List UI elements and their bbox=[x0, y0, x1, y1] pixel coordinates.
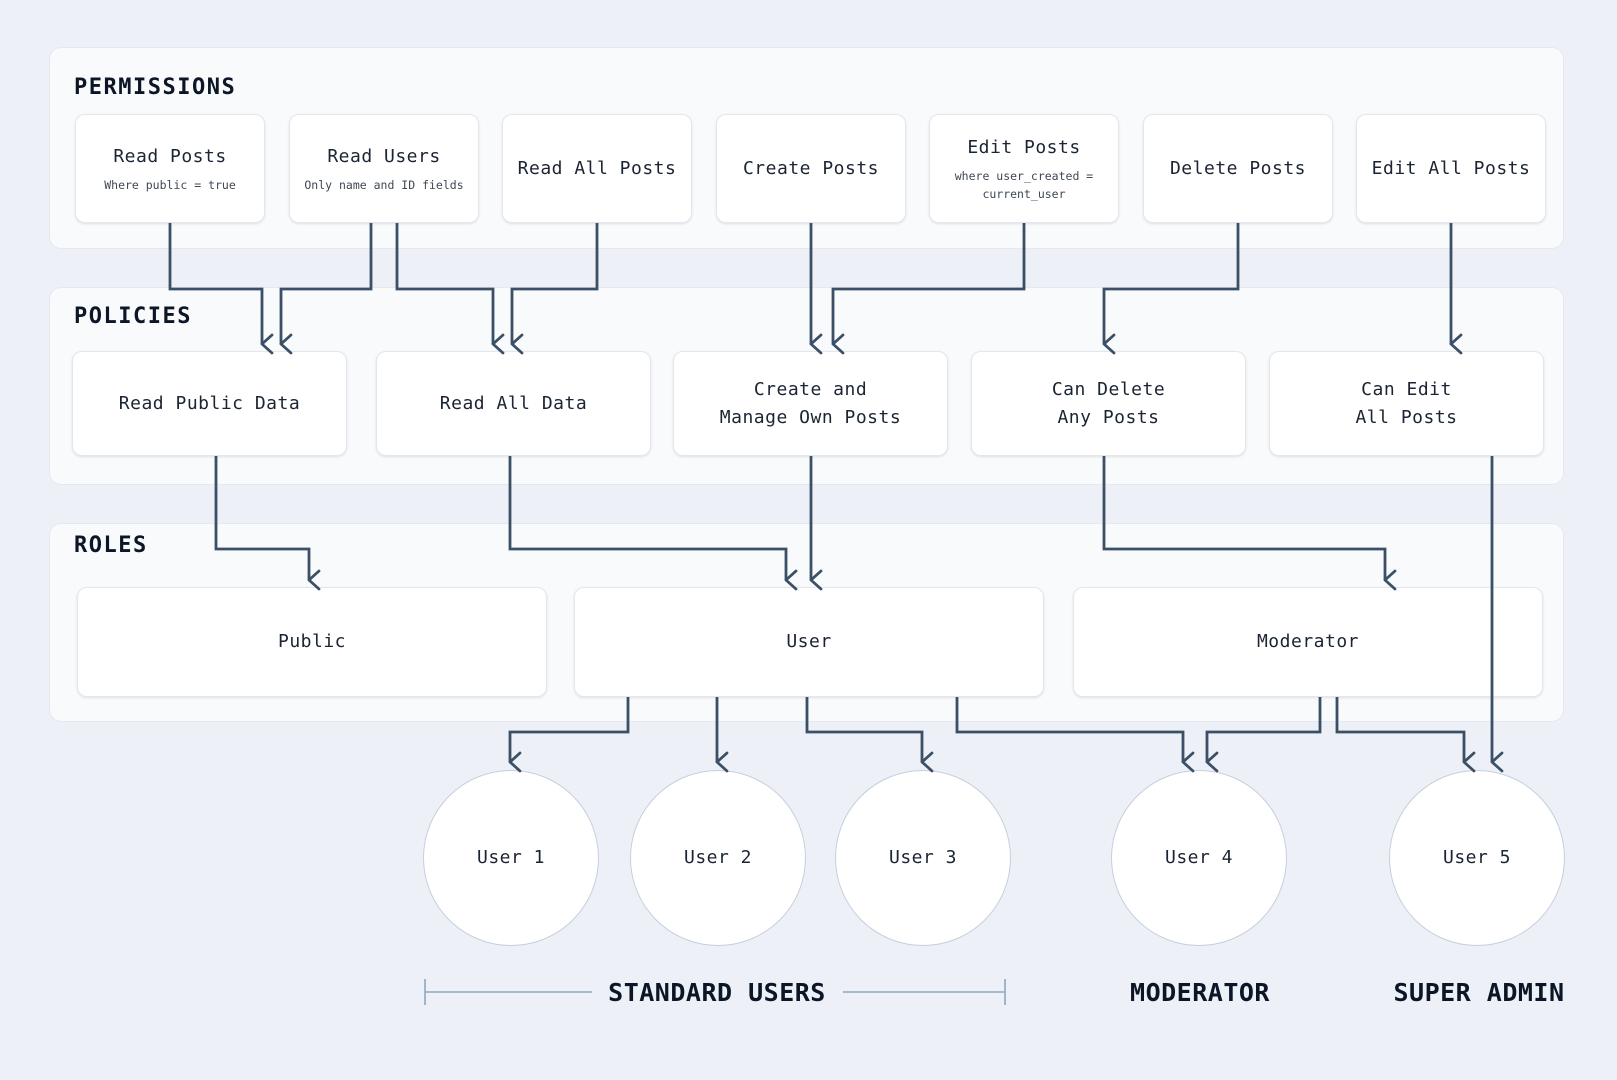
group-label-super-admin: SUPER ADMIN bbox=[1393, 978, 1565, 1007]
node-label: Create and bbox=[753, 378, 868, 400]
node-label: Read Users bbox=[327, 145, 441, 167]
role-moderator: Moderator bbox=[1073, 587, 1543, 697]
permission-read-all-posts: Read All Posts bbox=[502, 114, 692, 223]
node-label: Edit Posts bbox=[967, 136, 1081, 158]
group-label-standard-users: STANDARD USERS bbox=[608, 978, 826, 1007]
node-label: Read All Posts bbox=[517, 157, 677, 179]
permissions-title: PERMISSIONS bbox=[74, 75, 237, 100]
policy-can-edit-all-posts: Can Edit All Posts bbox=[1269, 351, 1544, 456]
policy-read-all-data: Read All Data bbox=[376, 351, 651, 456]
node-label: Read Posts bbox=[113, 145, 227, 167]
user-label: User 3 bbox=[888, 847, 958, 868]
user-circle-4: User 4 bbox=[1111, 770, 1287, 946]
node-label: Can Delete bbox=[1051, 378, 1166, 400]
permission-edit-all-posts: Edit All Posts bbox=[1356, 114, 1546, 223]
node-label-line2: Any Posts bbox=[1057, 406, 1160, 428]
user-circle-2: User 2 bbox=[630, 770, 806, 946]
user-label: User 5 bbox=[1442, 847, 1512, 868]
user-label: User 4 bbox=[1164, 847, 1234, 868]
permission-edit-posts: Edit Posts where user_created = current_… bbox=[929, 114, 1119, 223]
user-circle-5: User 5 bbox=[1389, 770, 1565, 946]
permission-create-posts: Create Posts bbox=[716, 114, 906, 223]
permission-delete-posts: Delete Posts bbox=[1143, 114, 1333, 223]
policies-title: POLICIES bbox=[74, 304, 192, 329]
node-label: Create Posts bbox=[742, 157, 880, 179]
node-label: Read Public Data bbox=[118, 392, 301, 414]
policy-read-public-data: Read Public Data bbox=[72, 351, 347, 456]
policy-can-delete-any-posts: Can Delete Any Posts bbox=[971, 351, 1246, 456]
policy-create-manage-own-posts: Create and Manage Own Posts bbox=[673, 351, 948, 456]
node-label: Edit All Posts bbox=[1371, 157, 1531, 179]
roles-title: ROLES bbox=[74, 533, 148, 558]
node-sublabel: Only name and ID fields bbox=[304, 177, 464, 192]
user-label: User 2 bbox=[683, 847, 753, 868]
role-user: User bbox=[574, 587, 1044, 697]
group-label-moderator: MODERATOR bbox=[1130, 978, 1270, 1007]
node-sublabel: Where public = true bbox=[104, 177, 236, 192]
user-label: User 1 bbox=[476, 847, 546, 868]
permission-read-posts: Read Posts Where public = true bbox=[75, 114, 265, 223]
node-label: Can Edit bbox=[1361, 378, 1452, 400]
permission-read-users: Read Users Only name and ID fields bbox=[289, 114, 479, 223]
node-label: Moderator bbox=[1256, 631, 1360, 652]
node-label: Read All Data bbox=[439, 392, 588, 414]
user-circle-3: User 3 bbox=[835, 770, 1011, 946]
role-public: Public bbox=[77, 587, 547, 697]
node-label-line2: Manage Own Posts bbox=[719, 406, 902, 428]
node-sublabel: where user_created = current_user bbox=[954, 168, 1094, 201]
node-label: User bbox=[786, 631, 832, 652]
node-label: Delete Posts bbox=[1169, 157, 1307, 179]
user-circle-1: User 1 bbox=[423, 770, 599, 946]
node-label-line2: All Posts bbox=[1355, 406, 1458, 428]
node-label: Public bbox=[277, 631, 347, 652]
